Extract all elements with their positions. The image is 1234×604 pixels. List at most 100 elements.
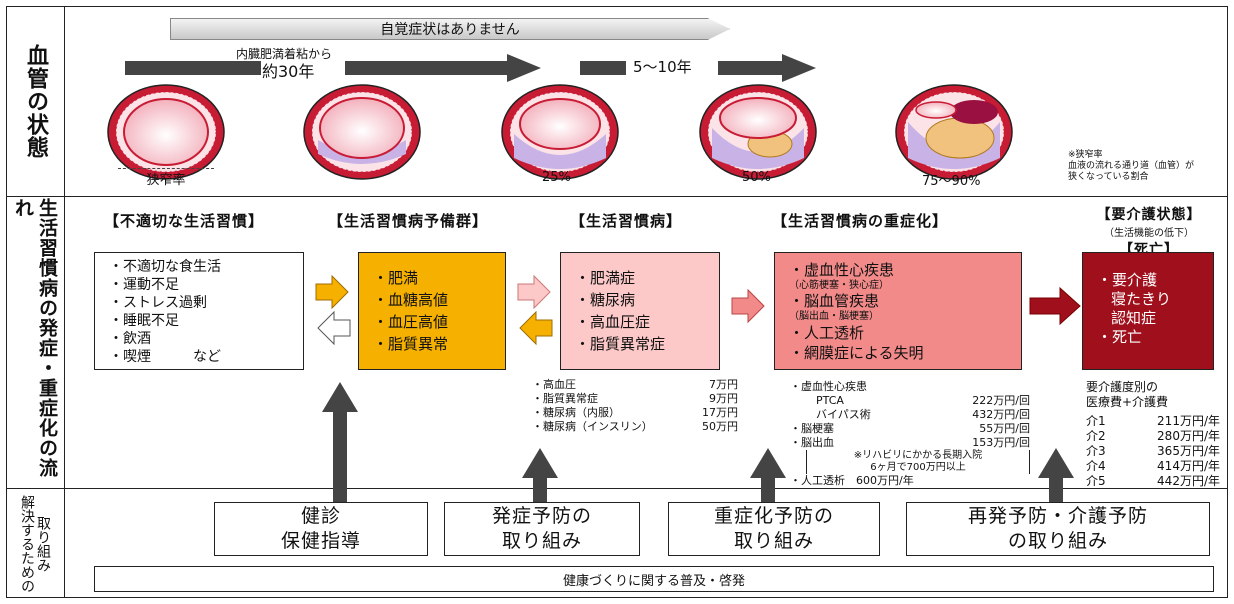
- cost-item: 介1: [1086, 414, 1106, 428]
- stenosis-note: ※狭窄率 血液の流れる通り道（血管）が 狭くなっている割合: [1068, 150, 1194, 183]
- cost-item: バイパス術: [816, 408, 871, 421]
- flow-arrows: [315, 274, 1081, 346]
- cost-item: ・脳出血: [790, 436, 834, 449]
- cost-item: ・糖尿病（内服）: [532, 406, 620, 419]
- effort-severity-prevention: 重症化予防の 取り組み: [668, 502, 880, 556]
- cost-dialysis: ・人工透析 600万円/年: [790, 474, 914, 487]
- disease-item: ・肥満症: [575, 269, 636, 287]
- side-label-flow-cell: 生活習慣病の発症・重症化の流れ: [6, 198, 64, 488]
- side-label-vessel: 血管の状態: [23, 43, 48, 159]
- effort-line: 再発予防・介護予防: [967, 505, 1148, 527]
- disease-item: ・高血圧症: [575, 313, 651, 331]
- cost-value: 222万円/回: [972, 394, 1030, 407]
- effort-line: 重症化予防の: [713, 505, 834, 527]
- severe-item: ・人工透析: [789, 324, 865, 342]
- arrow2-shaft-right: [718, 61, 782, 75]
- footer-promotion: 健康づくりに関する普及・啓発: [94, 566, 1214, 592]
- care-item: 寝たきり: [1111, 290, 1172, 308]
- category-prediabetes: 【生活習慣病予備群】: [328, 212, 489, 230]
- arrow1-head: [507, 54, 541, 82]
- cost-value: 365万円/年: [1157, 444, 1220, 458]
- effort-line: 健診: [300, 505, 341, 527]
- arrow1-top-label: 内臓肥満着粘から: [236, 47, 333, 61]
- care-item: 認知症: [1111, 309, 1157, 327]
- cost-value: 7万円: [709, 378, 738, 391]
- divider-vessel: [6, 196, 1228, 197]
- banner-text: 自覚症状はありません: [380, 22, 520, 38]
- side-label-flow: 生活習慣病の発症・重症化の流れ: [12, 198, 58, 478]
- category-severe: 【生活習慣病の重症化】: [772, 212, 949, 230]
- side-label-efforts-1: 解決するための: [19, 495, 35, 593]
- cost-row: バイパス術 432万円/回: [790, 408, 1030, 422]
- cost-item: ・脳梗塞: [790, 422, 834, 435]
- cost-item: 介3: [1086, 444, 1106, 458]
- arrow-severe-to-care: [1029, 286, 1081, 326]
- cost-row: ・脳出血 153万円/回: [790, 436, 1030, 450]
- arrow1-bottom-label: 約30年: [262, 62, 315, 81]
- cost-value: 211万円/年: [1157, 414, 1220, 428]
- category-care-sub: （生活機能の低下）: [1104, 228, 1194, 239]
- arrow-disease-to-severe: [731, 288, 765, 324]
- note-line-1: ※狭窄率: [1068, 150, 1103, 160]
- cost-row: 介3 365万円/年: [1086, 444, 1220, 459]
- effort-checkup: 健診 保健指導: [214, 502, 428, 556]
- up-arrow-4-head: [1038, 448, 1074, 478]
- cost-value: 9万円: [709, 392, 738, 405]
- up-arrow-1-head: [322, 382, 358, 412]
- arrow1-shaft-left: [125, 61, 261, 75]
- cost-heading: ・虚血性心疾患: [790, 380, 867, 393]
- cost-item: ・糖尿病（インスリン）: [532, 420, 653, 433]
- arrow-pre-to-disease: [517, 274, 551, 310]
- category-disease: 【生活習慣病】: [570, 212, 683, 230]
- cost-row: 介5 442万円/年: [1086, 474, 1220, 489]
- cost-item: 介2: [1086, 429, 1106, 443]
- arrow-pre-to-habits: [317, 310, 351, 346]
- disease-box: ・肥満症 ・糖尿病 ・高血圧症 ・脂質異常症: [560, 252, 720, 370]
- care-box: ・要介護 寝たきり 認知症 ・死亡: [1082, 252, 1214, 370]
- arrow-disease-to-pre: [519, 310, 553, 346]
- severe-item: ・網膜症による失明: [789, 344, 924, 362]
- side-divider: [64, 6, 65, 598]
- prediabetes-item: ・肥満: [373, 269, 419, 287]
- stenosis-label: 狭窄率: [118, 168, 214, 188]
- effort-line: 取り組み: [733, 530, 814, 552]
- cost-value: 153万円/回: [972, 436, 1030, 449]
- vessel-3: [501, 84, 619, 180]
- care-cost-heading: 医療費+介護費: [1086, 395, 1169, 409]
- care-cost-heading: 要介護度別の: [1086, 380, 1159, 394]
- vessel-4: [699, 84, 817, 180]
- effort-line: 発症予防の: [491, 505, 592, 527]
- note-line-2: 血液の流れる通り道（血管）が: [1068, 161, 1195, 171]
- rehab-note-line: 6ヶ月で700万円以上: [870, 462, 966, 473]
- arrow1-shaft-right: [345, 61, 507, 75]
- cost-value: 442万円/年: [1157, 474, 1220, 488]
- vessel-5: [895, 84, 1013, 180]
- care-item: ・死亡: [1097, 328, 1143, 346]
- severe-item: ・脳血管疾患: [789, 292, 880, 310]
- prediabetes-item: ・血糖高値: [373, 291, 449, 309]
- cost-item: ・脂質異常症: [532, 392, 598, 405]
- cost-item: 介5: [1086, 474, 1106, 488]
- percent-25: 25%: [542, 170, 571, 185]
- cost-item: PTCA: [816, 394, 844, 407]
- habit-item: ・睡眠不足: [109, 313, 179, 329]
- cost-row: ・糖尿病（内服）17万円: [532, 406, 738, 420]
- habit-item: ・喫煙 など: [109, 349, 221, 365]
- prediabetes-item: ・血圧高値: [373, 313, 449, 331]
- habit-item: ・飲酒: [109, 331, 151, 347]
- severe-box: ・虚血性心疾患 （心筋梗塞・狭心症） ・脳血管疾患 （脳出血・脳梗塞） ・人工透…: [774, 252, 1022, 370]
- no-symptom-banner: 自覚症状はありません: [170, 18, 730, 40]
- effort-recurrence-care: 再発予防・介護予防 の取り組み: [906, 502, 1210, 556]
- severe-item: ・虚血性心疾患: [789, 261, 895, 279]
- effort-line: 保健指導: [280, 530, 361, 552]
- cost-row: ・糖尿病（インスリン）50万円: [532, 420, 738, 434]
- arrow2-shaft-left: [580, 61, 626, 75]
- up-arrow-2-bar: [533, 476, 547, 502]
- cost-value: 432万円/回: [972, 408, 1030, 421]
- arrow-habits-to-pre: [315, 274, 349, 310]
- up-arrow-2-head: [522, 448, 558, 478]
- arrow2-head: [782, 54, 816, 82]
- category-habits: 【不適切な生活習慣】: [104, 212, 265, 230]
